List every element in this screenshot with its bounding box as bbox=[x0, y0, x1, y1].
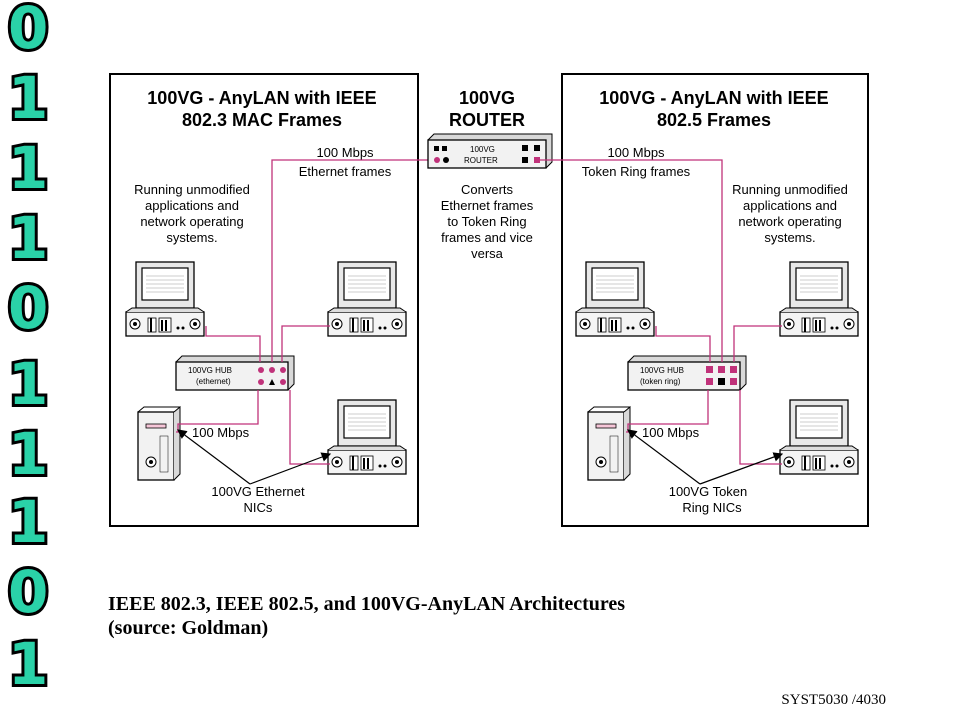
caption-line1: IEEE 802.3, IEEE 802.5, and 100VG-AnyLAN… bbox=[108, 593, 626, 615]
left-wire-ws2 bbox=[281, 325, 330, 362]
caption-line2: (source: Goldman) bbox=[108, 617, 269, 639]
right-nic-line2: Ring NICs bbox=[682, 500, 742, 515]
left-server-tower bbox=[137, 406, 181, 481]
left-wire-ws1 bbox=[205, 326, 261, 362]
right-note-line2: applications and bbox=[743, 198, 837, 213]
router-device-label-line1: 100VG bbox=[470, 145, 495, 154]
left-nic-line2: NICs bbox=[244, 500, 273, 515]
router-title-line1: 100VG bbox=[459, 88, 515, 108]
right-link-frames: Token Ring frames bbox=[582, 164, 691, 179]
right-hub-label-line1: 100VG HUB bbox=[640, 366, 684, 375]
left-server-speed: 100 Mbps bbox=[192, 425, 250, 440]
side-digit: 0 bbox=[8, 558, 48, 626]
left-link-frames: Ethernet frames bbox=[299, 164, 392, 179]
right-wire-router bbox=[540, 159, 723, 362]
left-workstation-2 bbox=[327, 261, 407, 337]
right-link-speed: 100 Mbps bbox=[607, 145, 665, 160]
left-nic-arrow-server bbox=[177, 429, 251, 485]
right-workstation-3 bbox=[779, 399, 859, 475]
side-digit-column: 0 1 1 1 0 1 1 1 0 1 bbox=[5, 0, 51, 701]
right-server-tower bbox=[587, 406, 631, 481]
left-wire-ws3 bbox=[289, 390, 330, 465]
left-note-line3: network operating bbox=[140, 214, 243, 229]
right-panel-title-line1: 100VG - AnyLAN with IEEE bbox=[599, 88, 828, 108]
side-digit: 1 bbox=[8, 204, 48, 272]
right-workstation-2 bbox=[779, 261, 859, 337]
right-server-speed: 100 Mbps bbox=[642, 425, 700, 440]
side-digit: 1 bbox=[8, 488, 48, 556]
right-nic-line1: 100VG Token bbox=[669, 484, 748, 499]
right-workstation-1 bbox=[575, 261, 655, 337]
side-digit: 1 bbox=[8, 64, 48, 132]
right-hub: 100VG HUB (token ring) bbox=[627, 355, 747, 391]
left-panel-title-line1: 100VG - AnyLAN with IEEE bbox=[147, 88, 376, 108]
left-panel-title-line2: 802.3 MAC Frames bbox=[182, 110, 342, 130]
right-wire-ws3 bbox=[739, 390, 782, 465]
left-wire-router bbox=[271, 159, 432, 362]
side-digit: 1 bbox=[8, 350, 48, 418]
side-digit: 1 bbox=[8, 134, 48, 202]
side-digit: 1 bbox=[8, 630, 48, 698]
left-note-line4: systems. bbox=[166, 230, 217, 245]
right-note-line1: Running unmodified bbox=[732, 182, 848, 197]
left-nic-arrow-ws bbox=[249, 452, 332, 485]
router-desc-line3: to Token Ring bbox=[447, 214, 526, 229]
right-note-line3: network operating bbox=[738, 214, 841, 229]
left-nic-line1: 100VG Ethernet bbox=[211, 484, 305, 499]
side-digit: 0 bbox=[8, 0, 48, 62]
router-desc-line1: Converts bbox=[461, 182, 514, 197]
right-nic-arrow-server bbox=[627, 429, 701, 485]
right-wire-ws2 bbox=[733, 325, 782, 362]
left-hub: 100VG HUB (ethernet) bbox=[175, 355, 295, 391]
left-link-speed: 100 Mbps bbox=[316, 145, 374, 160]
left-hub-label-line1: 100VG HUB bbox=[188, 366, 232, 375]
router-device-label-line2: ROUTER bbox=[464, 156, 498, 165]
left-note-line2: applications and bbox=[145, 198, 239, 213]
right-panel-frame bbox=[561, 73, 869, 527]
right-panel-title-line2: 802.5 Frames bbox=[657, 110, 771, 130]
router-desc-line2: Ethernet frames bbox=[441, 198, 534, 213]
right-hub-label-line2: (token ring) bbox=[640, 377, 681, 386]
left-panel-frame bbox=[109, 73, 419, 527]
left-note-line1: Running unmodified bbox=[134, 182, 250, 197]
side-digit: 0 bbox=[8, 274, 48, 342]
side-digit: 1 bbox=[8, 420, 48, 488]
router-title-line2: ROUTER bbox=[449, 110, 525, 130]
right-nic-arrow-ws bbox=[699, 452, 784, 485]
right-wire-ws1 bbox=[655, 326, 711, 362]
left-workstation-3 bbox=[327, 399, 407, 475]
router-device: 100VG ROUTER bbox=[427, 133, 553, 169]
router-desc-line4: frames and vice bbox=[441, 230, 533, 245]
right-note-line4: systems. bbox=[764, 230, 815, 245]
figure-caption: IEEE 802.3, IEEE 802.5, and 100VG-AnyLAN… bbox=[108, 592, 625, 640]
router-desc-line5: versa bbox=[471, 246, 504, 261]
left-workstation-1 bbox=[125, 261, 205, 337]
left-hub-label-line2: (ethernet) bbox=[196, 377, 231, 386]
course-code-footer: SYST5030 /4030 bbox=[781, 692, 886, 708]
